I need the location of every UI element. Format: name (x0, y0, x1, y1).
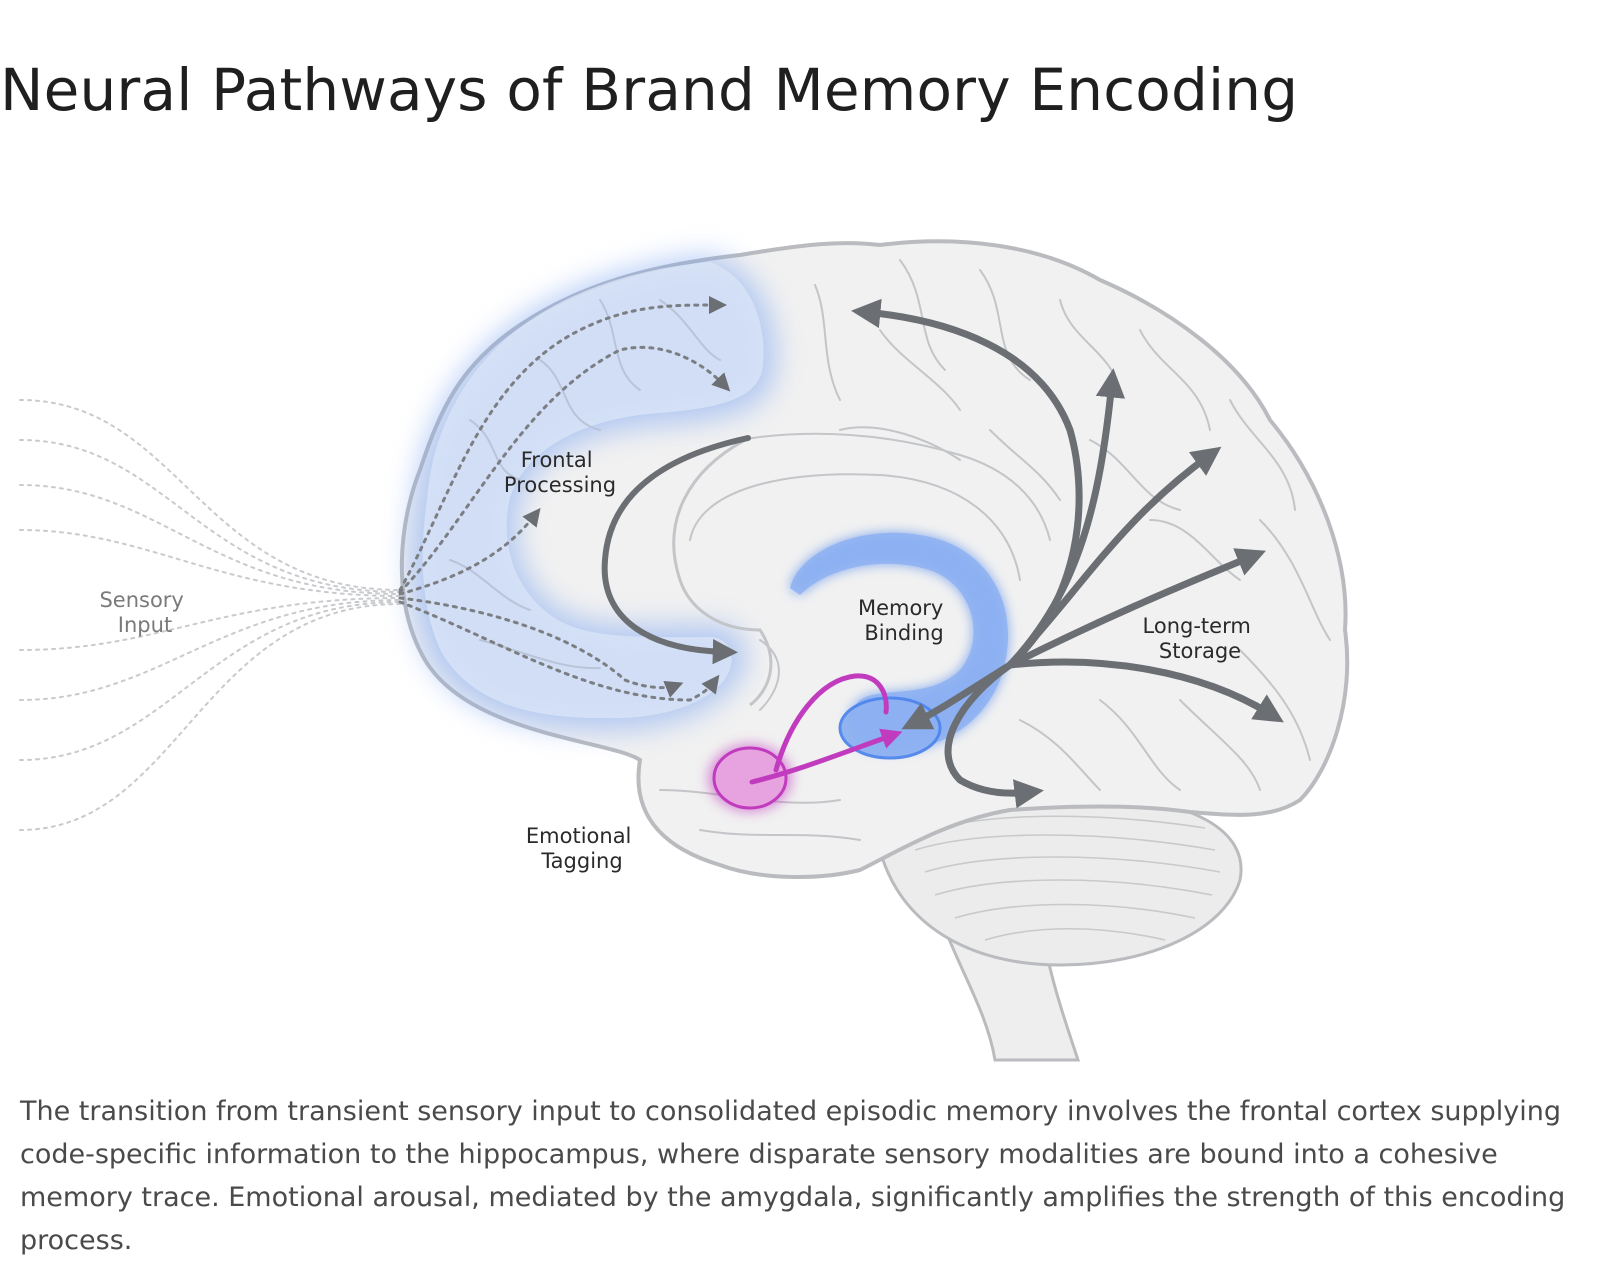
frontal-cortex-highlight (410, 255, 776, 731)
emotional-tagging-label: Emotional Tagging (526, 824, 638, 873)
memory-binding-label: Memory Binding (858, 596, 950, 645)
frontal-dotted-arrows (398, 296, 731, 702)
frontal-to-hippocampus-arrow (601, 435, 751, 665)
storage-arrows (851, 298, 1284, 809)
brain-diagram: Sensory Input Frontal Processing Memory … (19, 239, 1350, 1062)
inner-contour (672, 438, 773, 707)
sensory-input-streams (19, 399, 401, 831)
emotional-tagging-arrows (749, 673, 903, 785)
page-title: Neural Pathways of Brand Memory Encoding (0, 56, 1299, 124)
cerebellum (878, 792, 1243, 967)
frontal-processing-label: Frontal Processing (504, 448, 616, 497)
sensory-input-label: Sensory Input (99, 588, 190, 637)
amygdala-highlight (708, 744, 792, 812)
long-term-storage-label: Long-term Storage (1143, 614, 1258, 663)
figure-caption: The transition from transient sensory in… (20, 1096, 1566, 1256)
